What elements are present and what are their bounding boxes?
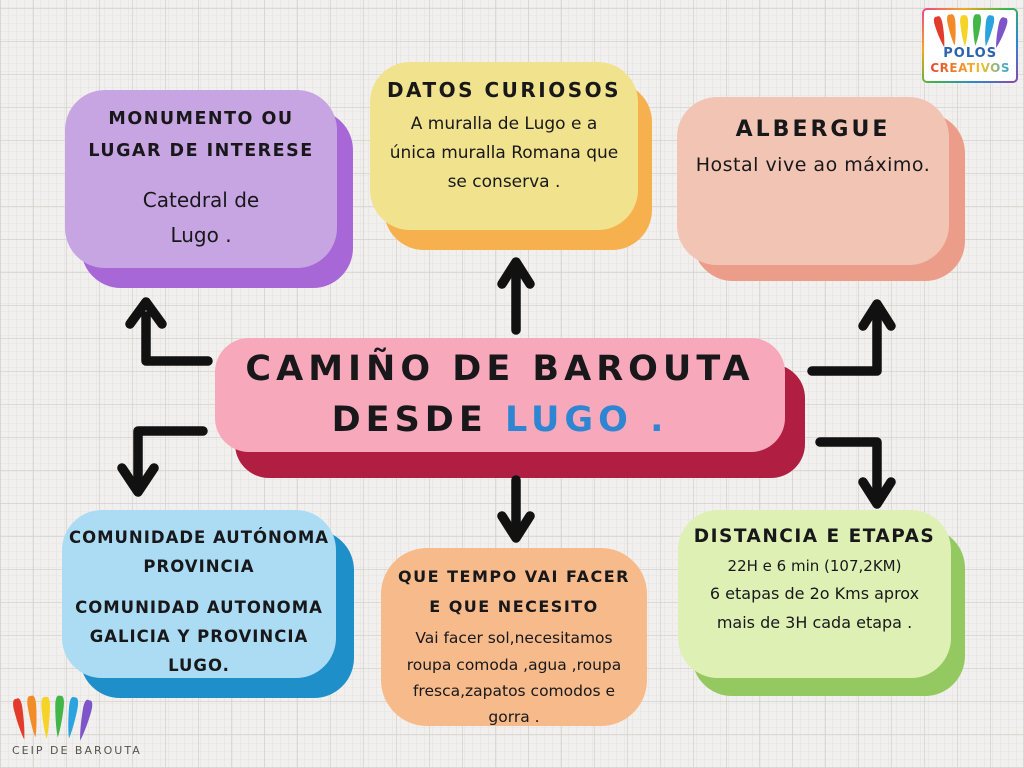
paint-stroke-icon	[946, 13, 959, 47]
distancia-card: DISTANCIA E ETAPAS 22H e 6 min (107,2KM)…	[678, 510, 965, 696]
tempo-card: QUE TEMPO VAI FACER E QUE NECESITO Vai f…	[381, 548, 647, 726]
paint-stroke-icon	[76, 698, 94, 742]
comunidade-title: COMUNIDADE AUTÓNOMA PROVINCIA	[68, 528, 330, 576]
highlighted-word: LUGO .	[504, 399, 669, 440]
paint-stroke-icon	[992, 16, 1009, 49]
albergue-title: ALBERGUE	[735, 117, 891, 142]
ceip-logo-text: CEIP DE BAROUTA	[12, 744, 142, 757]
arrow-to-datos	[497, 257, 535, 335]
paint-stroke-icon	[64, 696, 79, 740]
comunidade-card: COMUNIDADE AUTÓNOMA PROVINCIA COMUNIDAD …	[62, 510, 354, 698]
datos-curiosos-card: DATOS CURIOSOS A muralla de Lugo e a úni…	[370, 62, 652, 250]
paint-stroke-icon	[981, 14, 996, 48]
paint-stroke-icon	[960, 14, 970, 47]
datos-body: A muralla de Lugo e a única muralla Roma…	[389, 114, 619, 192]
center-title-line1: CAMIÑO DE BAROUTA	[245, 349, 755, 389]
center-topic-card: CAMIÑO DE BAROUTA DESDE LUGO .	[215, 338, 805, 478]
arrow-to-albergue	[807, 299, 896, 376]
distancia-title: DISTANCIA E ETAPAS	[693, 526, 936, 547]
paint-strokes-icon	[933, 13, 1009, 49]
paint-stroke-icon	[971, 13, 982, 46]
polos-logo-text1: POLOS	[943, 46, 998, 61]
arrow-to-tempo	[497, 475, 535, 543]
paint-stroke-icon	[41, 696, 51, 740]
paint-stroke-icon	[11, 697, 29, 741]
tempo-body: Vai facer sol,necesitamos roupa comoda ,…	[406, 629, 622, 727]
ceip-barouta-logo: CEIP DE BAROUTA	[10, 694, 142, 757]
monument-card: MONUMENTO OU LUGAR DE INTERESE Catedral …	[65, 90, 353, 288]
albergue-card: ALBERGUE Hostal vive ao máximo.	[677, 97, 965, 281]
paint-stroke-icon	[53, 695, 65, 738]
paint-strokes-icon	[11, 695, 94, 742]
monument-title: MONUMENTO OU LUGAR DE INTERESE	[88, 109, 314, 161]
paint-stroke-icon	[933, 15, 949, 49]
comunidade-body: COMUNIDAD AUTONOMA GALICIA Y PROVINCIA L…	[75, 597, 323, 675]
center-title-line2: DESDE LUGO .	[331, 399, 669, 440]
polos-logo-text2: CREATIVOS	[930, 61, 1010, 76]
arrow-to-comunidade	[117, 426, 208, 497]
albergue-body: Hostal vive ao máximo.	[695, 154, 931, 176]
paint-stroke-icon	[26, 695, 40, 739]
polos-creativos-logo: POLOS CREATIVOS	[922, 8, 1018, 83]
tempo-title: QUE TEMPO VAI FACER E QUE NECESITO	[398, 567, 630, 616]
arrow-to-monument	[125, 297, 213, 366]
arrow-to-distancia	[815, 437, 896, 509]
monument-body: Catedral de Lugo .	[142, 188, 260, 247]
datos-title: DATOS CURIOSOS	[386, 78, 622, 102]
distancia-body: 22H e 6 min (107,2KM) 6 etapas de 2o Kms…	[709, 557, 920, 632]
